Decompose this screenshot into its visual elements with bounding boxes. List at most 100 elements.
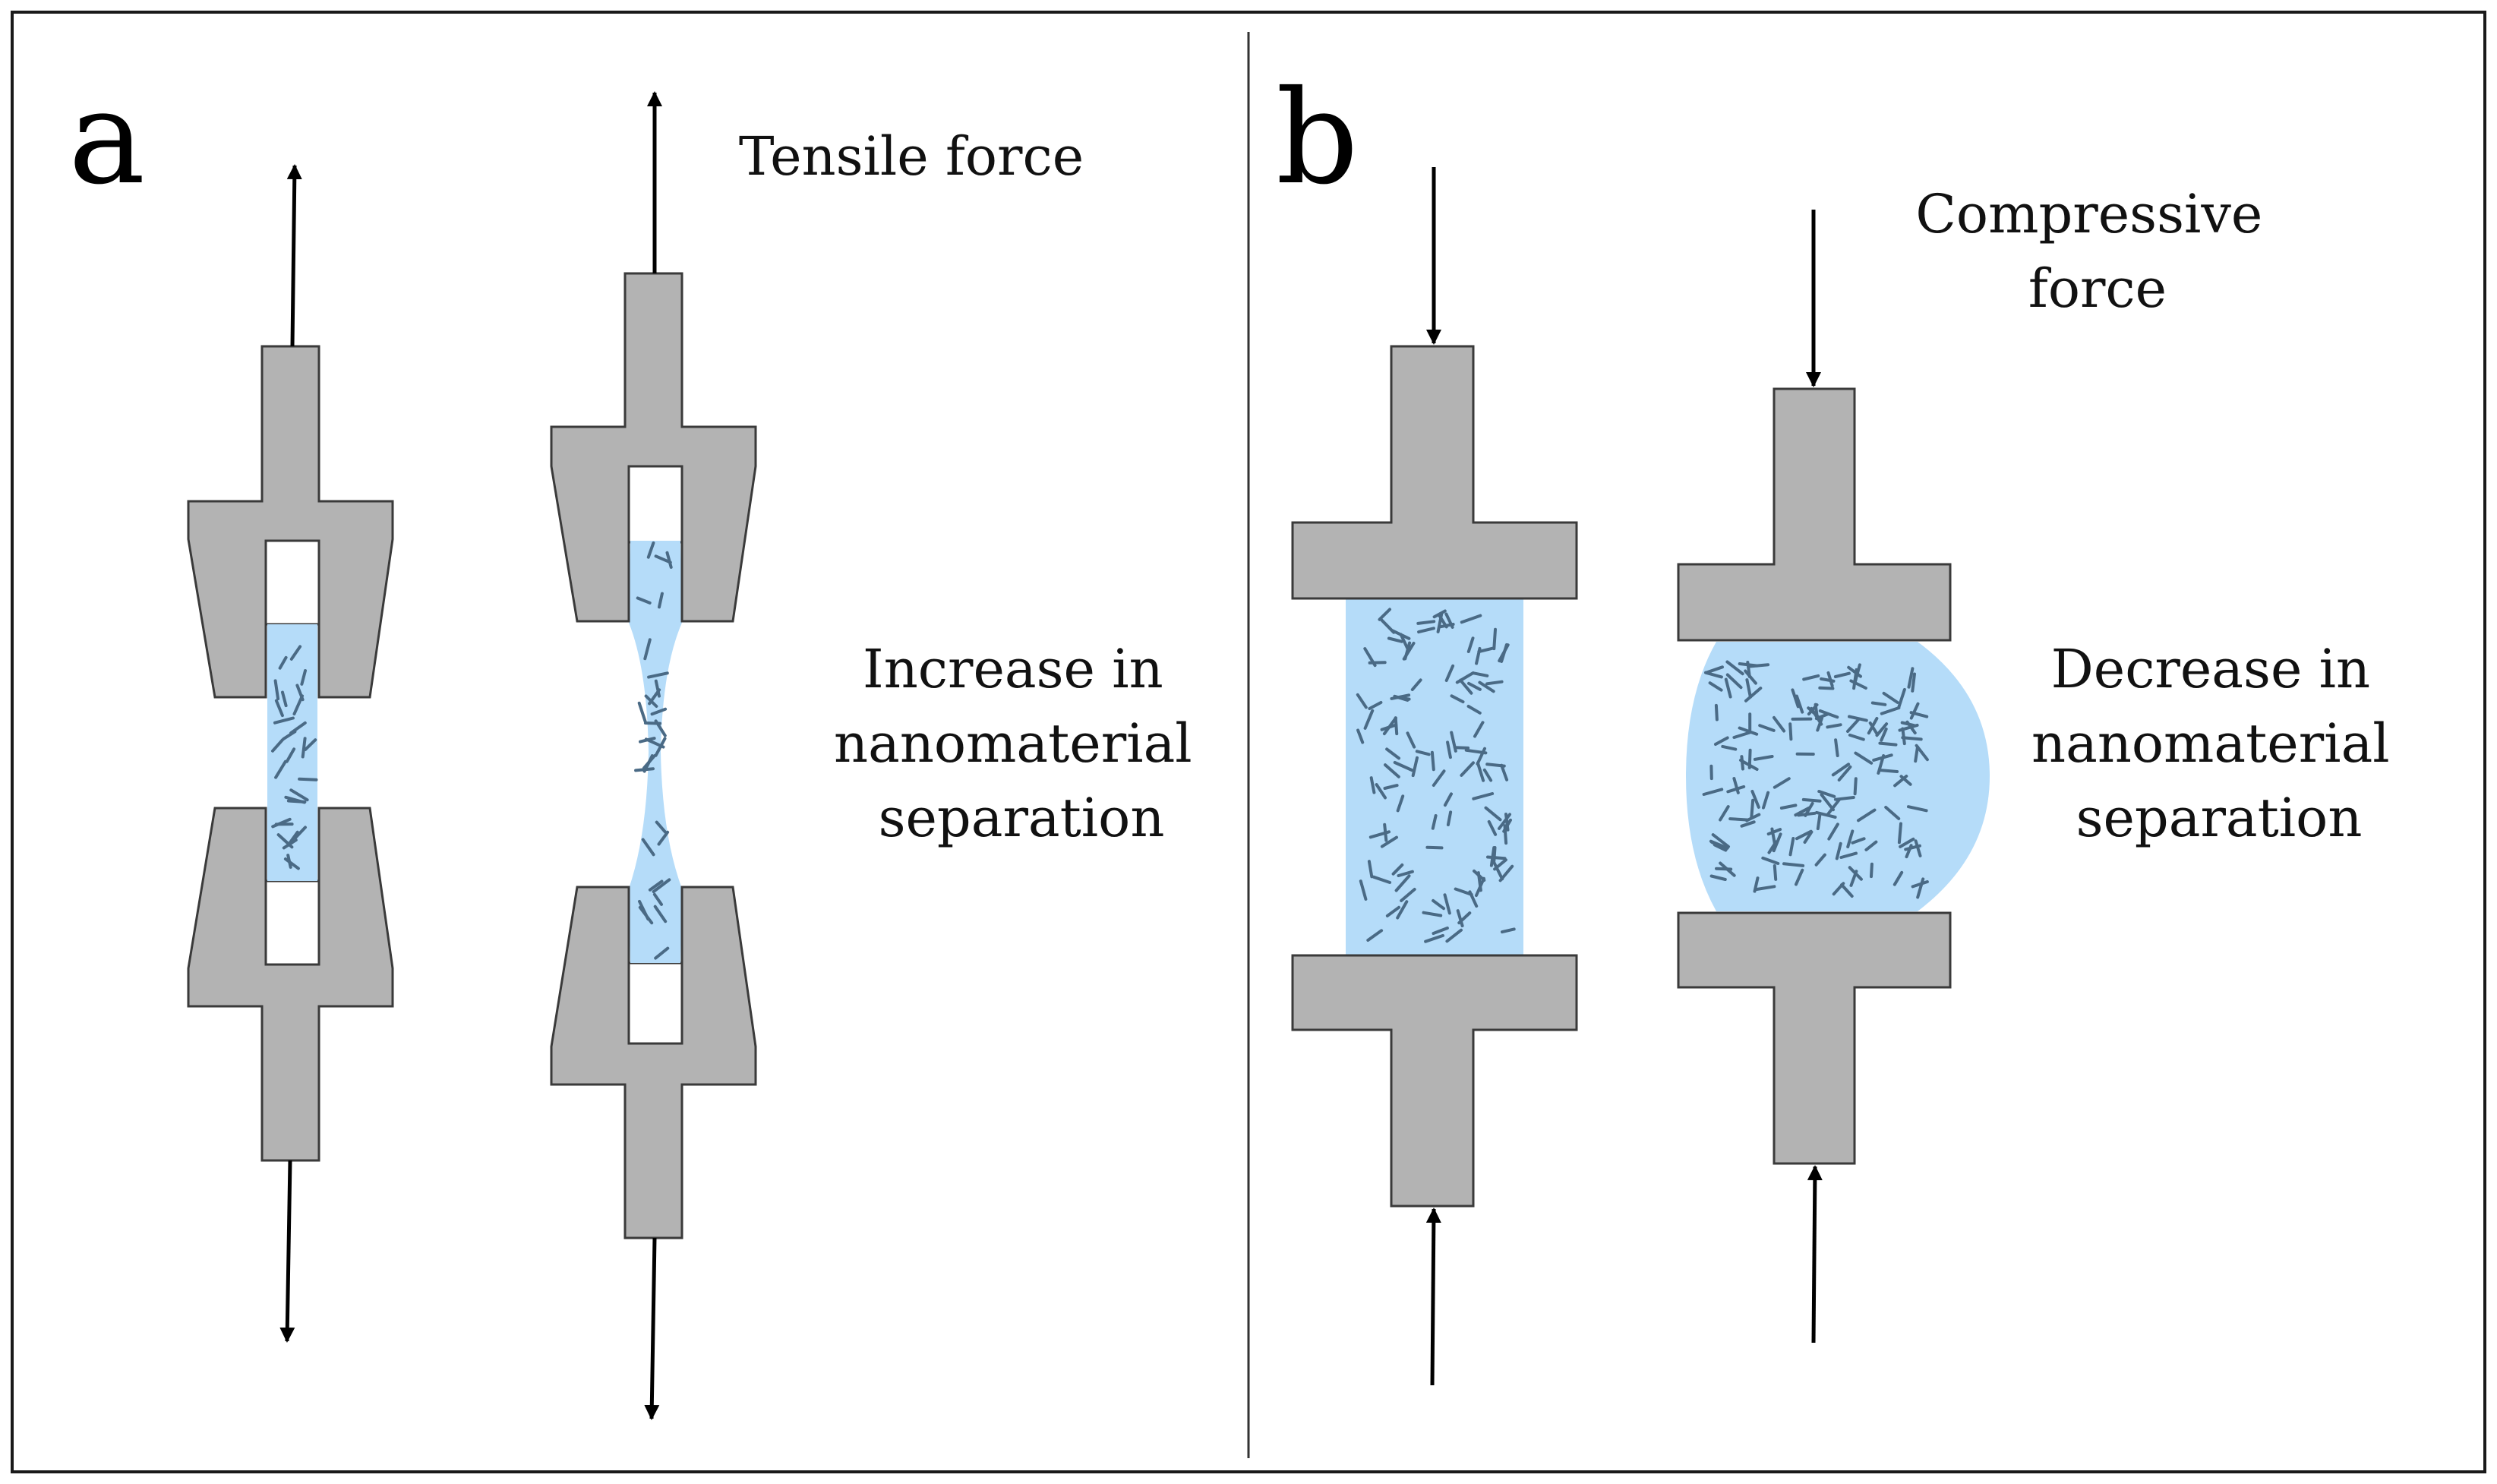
nanoparticle (1372, 875, 1392, 884)
nanoparticle (1714, 736, 1729, 746)
nanoparticle (1367, 860, 1374, 879)
tensile-force-label: Tensile force (739, 125, 1084, 188)
nanoparticle (273, 716, 295, 725)
nanoparticle (1445, 928, 1463, 943)
nanoparticle (1444, 664, 1455, 682)
nanoparticle (1702, 788, 1724, 796)
nanoparticle (1884, 806, 1901, 820)
nanoparticle (1437, 613, 1448, 629)
nanoparticle (1773, 864, 1778, 881)
nanoparticle (1476, 761, 1485, 782)
nanoparticle-cluster (634, 541, 673, 960)
nanoparticle (1909, 702, 1920, 720)
nanoparticle (1454, 887, 1473, 896)
nanoparticle (1391, 629, 1411, 640)
effect-line-3: separation (879, 787, 1165, 849)
nanoparticle (1915, 744, 1929, 762)
nanoparticle (652, 878, 671, 893)
nanoparticle (654, 946, 670, 960)
nanoparticle (1726, 785, 1746, 794)
nanoparticle (1390, 693, 1411, 700)
nanoparticle (1882, 691, 1899, 704)
nanoparticle (1761, 856, 1780, 865)
nanoparticle (1383, 784, 1399, 790)
nanoparticle (1378, 608, 1391, 621)
nanoparticle (1753, 755, 1774, 761)
nanoparticle (1410, 678, 1422, 691)
nanoparticle (1897, 687, 1906, 710)
nanoparticle (1840, 883, 1854, 898)
nanoparticle (641, 838, 655, 857)
nanoparticle (1846, 829, 1855, 848)
nanoparticle (1472, 792, 1495, 800)
effect-line-2: nanomaterial (2031, 712, 2390, 775)
nanoparticle (1709, 874, 1727, 881)
nanoparticle (1714, 703, 1719, 721)
nanoparticle (1833, 671, 1851, 678)
nanoparticle (654, 679, 661, 698)
nanoparticle (1803, 830, 1814, 844)
nanoparticle (1397, 870, 1414, 877)
nanoparticle (1834, 738, 1839, 757)
effect-line-1: Decrease in (2051, 638, 2370, 700)
nanoparticle (289, 645, 302, 661)
nanoparticle (1444, 612, 1454, 629)
nanoparticle (1446, 740, 1452, 759)
increase-separation-label: Increase in nanomaterial separation (834, 638, 1209, 849)
nanoparticle (1725, 673, 1743, 690)
nanoparticle (1802, 674, 1820, 681)
panel-b: b Compressive force Decrease in nanomat (1276, 63, 2407, 1386)
nanoparticle (1466, 705, 1482, 715)
nanoparticle (1762, 791, 1770, 810)
nanoparticle (1905, 844, 1913, 859)
nanoparticle (1417, 627, 1435, 634)
nanoparticle (1725, 660, 1744, 676)
nanoparticle (1416, 620, 1436, 625)
nanoparticle (1400, 888, 1416, 902)
nanoparticle (1498, 643, 1510, 663)
top-grip (187, 345, 394, 699)
nanoparticle (1387, 636, 1403, 643)
nanoparticle (1732, 731, 1751, 739)
nanoparticle (1892, 870, 1904, 886)
nanoparticle (1801, 797, 1822, 803)
panel-a: a Tensile force (68, 63, 1209, 1420)
nanoparticle (271, 738, 285, 753)
nanoparticle (1501, 927, 1516, 934)
nanoparticle (1853, 777, 1858, 796)
nanoparticle (1907, 805, 1928, 813)
nanoparticle (273, 679, 280, 701)
nanoparticle (1459, 678, 1473, 695)
nanoparticle (1432, 927, 1449, 935)
tensile-arrow-down (279, 1160, 295, 1343)
nanoparticle (1870, 862, 1874, 879)
decrease-separation-label: Decrease in nanomaterial separation (2031, 638, 2407, 849)
nanoparticle (1478, 680, 1495, 693)
compressive-specimen-compressed (1677, 210, 1990, 1343)
nanoparticle (1359, 879, 1368, 901)
nanoparticle (1477, 646, 1495, 653)
nanoparticle (1835, 841, 1842, 860)
compressive-specimen-uncompressed (1291, 167, 1578, 1386)
nanoparticle (1857, 808, 1877, 823)
nanoparticle (665, 551, 673, 569)
nanoparticle-cluster (271, 645, 318, 870)
nanoparticle (1498, 813, 1511, 830)
panel-a-letter: a (68, 63, 145, 213)
nanoparticle (1814, 712, 1829, 721)
sample-bulged (1686, 642, 1990, 911)
nanoparticle (1406, 731, 1416, 749)
nanoparticle (1713, 843, 1728, 852)
nanoparticle (1385, 747, 1400, 760)
nanoparticle (1356, 728, 1365, 744)
nanoparticle (1369, 776, 1376, 794)
bottom-platen (1677, 911, 1952, 1165)
nanoparticle (1443, 792, 1453, 807)
nanoparticle (1450, 731, 1457, 753)
nanoparticle (647, 671, 669, 679)
nanoparticle (1472, 671, 1489, 677)
nanoparticle (1493, 858, 1507, 871)
nanoparticle (1486, 855, 1507, 860)
specimen-gap-top (627, 465, 683, 544)
nanoparticle (284, 795, 306, 804)
